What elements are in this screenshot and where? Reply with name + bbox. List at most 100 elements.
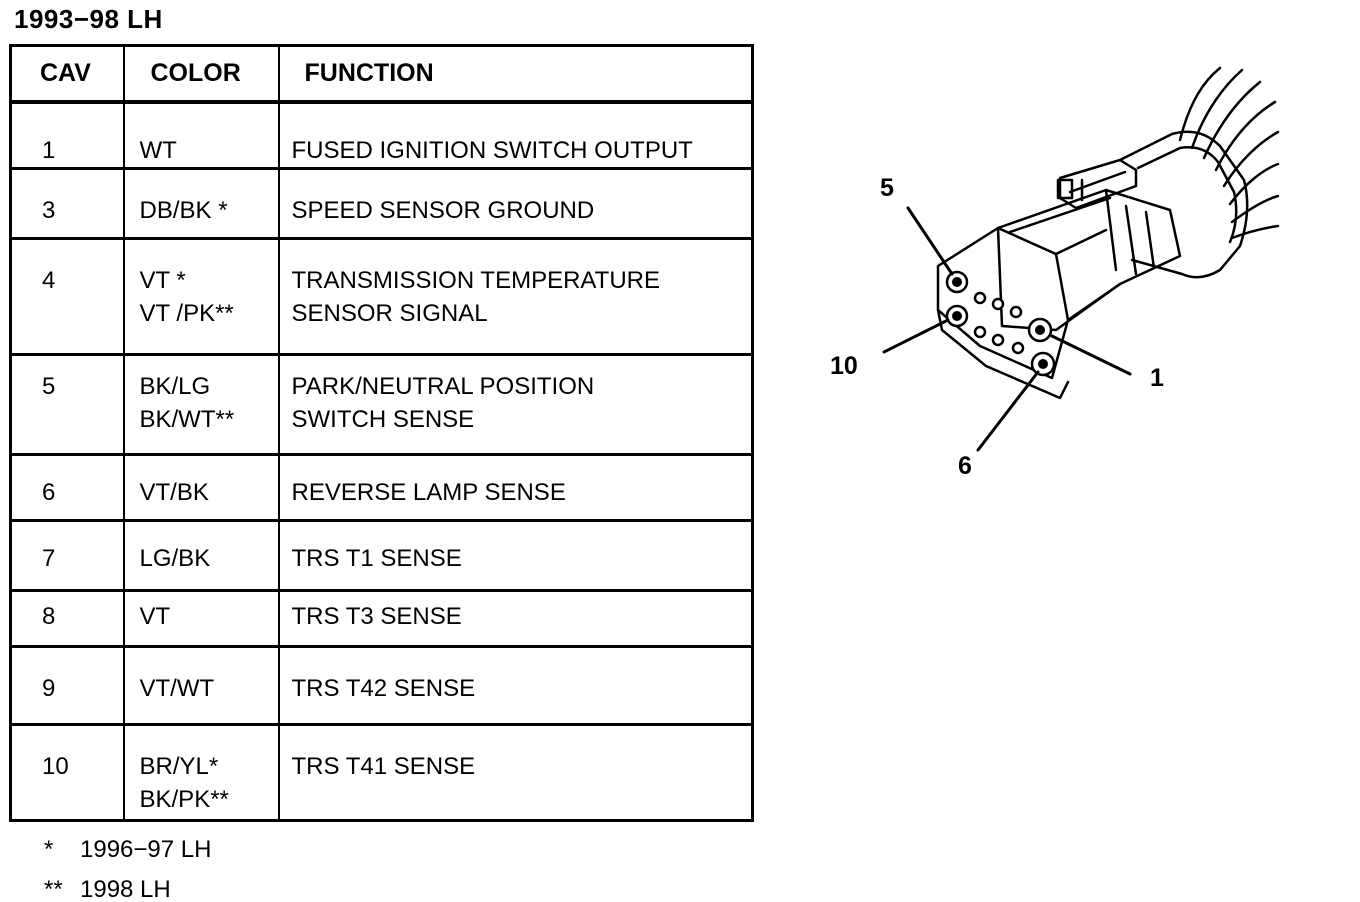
body-edge bbox=[1104, 188, 1118, 272]
wire bbox=[1230, 224, 1280, 240]
cell-color: WT bbox=[122, 100, 280, 170]
pin-10 bbox=[952, 311, 962, 321]
pin-label-10: 10 bbox=[830, 352, 858, 380]
cav-number: 1 bbox=[42, 136, 56, 164]
wire-color: BK/PK** bbox=[139, 785, 229, 813]
wire-color: LG/BK bbox=[139, 544, 211, 572]
table-row: 6 VT/BK REVERSE LAMP SENSE bbox=[9, 453, 754, 522]
cell-cav: 5 bbox=[9, 353, 125, 456]
wire-color: VT/WT bbox=[139, 674, 215, 702]
pin-label-1: 1 bbox=[1150, 364, 1164, 392]
cell-color: VT/BK bbox=[122, 453, 280, 522]
wire bbox=[1190, 68, 1244, 150]
pin-6 bbox=[1038, 359, 1048, 369]
cav-number: 4 bbox=[42, 266, 56, 294]
body-edge bbox=[1144, 210, 1156, 270]
wire bbox=[1222, 130, 1280, 188]
circuit-function: SENSOR SIGNAL bbox=[291, 299, 488, 327]
table-row: 5 BK/LG BK/WT** PARK/NEUTRAL POSITION SWITCH… bbox=[9, 353, 754, 456]
pinout-table: CAV COLOR FUNCTION 1 WT FUSED IGNITION SWI… bbox=[9, 44, 754, 823]
wire-color: DB/BK * bbox=[139, 196, 228, 224]
pin-1 bbox=[1035, 325, 1045, 335]
circuit-function: TRANSMISSION TEMPERATURE bbox=[291, 266, 660, 294]
cav-number: 9 bbox=[42, 674, 56, 702]
cell-function: FUSED IGNITION SWITCH OUTPUT bbox=[277, 100, 754, 170]
cavity bbox=[991, 333, 1005, 347]
wire-color: BK/LG bbox=[139, 372, 211, 400]
cavity bbox=[973, 291, 987, 305]
circuit-function: TRS T42 SENSE bbox=[291, 674, 476, 702]
cell-color: VT bbox=[122, 589, 280, 648]
diagram-title: 1993−98 LH bbox=[14, 4, 163, 34]
wire-color: BK/WT** bbox=[139, 405, 235, 433]
cell-cav: 1 bbox=[9, 100, 125, 170]
cell-cav: 4 bbox=[9, 237, 125, 356]
connector-body bbox=[996, 188, 1182, 332]
wire bbox=[1178, 66, 1222, 142]
cavity bbox=[973, 325, 987, 339]
cav-number: 8 bbox=[42, 602, 56, 630]
cell-cav: 10 bbox=[9, 723, 125, 823]
wire-color: VT /PK** bbox=[139, 299, 234, 327]
cavity bbox=[991, 297, 1005, 311]
table-row: 7 LG/BK TRS T1 SENSE bbox=[9, 519, 754, 592]
cav-number: 3 bbox=[42, 196, 56, 224]
wire bbox=[1202, 80, 1262, 160]
table-row: 1 WT FUSED IGNITION SWITCH OUTPUT bbox=[9, 100, 754, 170]
cell-color: LG/BK bbox=[122, 519, 280, 592]
cell-color: BK/LG BK/WT** bbox=[122, 353, 280, 456]
face-edge bbox=[1054, 228, 1108, 256]
latch-tab bbox=[1056, 178, 1074, 200]
table-body: 1 WT FUSED IGNITION SWITCH OUTPUT 3 DB/BK * S… bbox=[9, 100, 754, 823]
footnote-text: 1996−97 LH bbox=[80, 836, 212, 863]
footnotes: *1996−97 LH **1998 LH bbox=[44, 830, 211, 902]
cell-color: VT *VT /PK** bbox=[122, 237, 280, 356]
circuit-function: FUSED IGNITION SWITCH OUTPUT bbox=[291, 136, 693, 164]
circuit-function: TRS T1 SENSE bbox=[291, 544, 462, 572]
header-cav: CAV bbox=[9, 44, 125, 104]
cavity bbox=[1011, 341, 1025, 355]
circuit-function: TRS T41 SENSE bbox=[291, 752, 476, 780]
connector-illustration: 5 10 1 6 bbox=[820, 60, 1280, 500]
leader-line-5 bbox=[906, 206, 954, 276]
body-edge bbox=[1124, 204, 1138, 276]
cell-color: VT/WT bbox=[122, 645, 280, 726]
cell-function: REVERSE LAMP SENSE bbox=[277, 453, 754, 522]
table-header-row: CAV COLOR FUNCTION bbox=[9, 44, 754, 104]
header-color: COLOR bbox=[122, 44, 280, 104]
circuit-function: SPEED SENSOR GROUND bbox=[291, 196, 595, 224]
wire-color: VT bbox=[139, 602, 171, 630]
leader-line-10 bbox=[882, 318, 950, 354]
table-row: 10 BR/YL*BK/PK** TRS T41 SENSE bbox=[9, 723, 754, 823]
footnote-marker: * bbox=[44, 836, 54, 863]
cell-function: TRS T1 SENSE bbox=[277, 519, 754, 592]
circuit-function: REVERSE LAMP SENSE bbox=[291, 478, 566, 506]
circuit-function: TRS T3 SENSE bbox=[291, 602, 462, 630]
cell-function: SPEED SENSOR GROUND bbox=[277, 167, 754, 240]
cav-number: 10 bbox=[42, 752, 69, 780]
connector-face bbox=[936, 226, 1070, 380]
cell-function: PARK/NEUTRAL POSITION SWITCH SENSE bbox=[277, 353, 754, 456]
cell-cav: 6 bbox=[9, 453, 125, 522]
header-function: FUNCTION bbox=[277, 44, 754, 104]
circuit-function: PARK/NEUTRAL POSITION bbox=[291, 372, 595, 400]
cell-color: BR/YL*BK/PK** bbox=[122, 723, 280, 823]
cav-number: 5 bbox=[42, 372, 56, 400]
table-row: 8 VT TRS T3 SENSE bbox=[9, 589, 754, 648]
cell-function: TRANSMISSION TEMPERATURE SENSOR SIGNAL bbox=[277, 237, 754, 356]
circuit-function: SWITCH SENSE bbox=[291, 405, 475, 433]
pin-label-5: 5 bbox=[880, 174, 894, 202]
latch-ridge bbox=[1068, 170, 1127, 194]
pin-5 bbox=[952, 277, 962, 287]
cav-number: 6 bbox=[42, 478, 56, 506]
connector-icon bbox=[882, 66, 1280, 452]
table-row: 9 VT/WT TRS T42 SENSE bbox=[9, 645, 754, 726]
cavity bbox=[1009, 305, 1023, 319]
connector-boot bbox=[1118, 130, 1249, 279]
footnote-marker: ** bbox=[44, 876, 63, 902]
body-edge bbox=[1008, 196, 1112, 234]
cell-cav: 8 bbox=[9, 589, 125, 648]
cav-number: 7 bbox=[42, 544, 56, 572]
cell-function: TRS T41 SENSE bbox=[277, 723, 754, 823]
cell-cav: 7 bbox=[9, 519, 125, 592]
